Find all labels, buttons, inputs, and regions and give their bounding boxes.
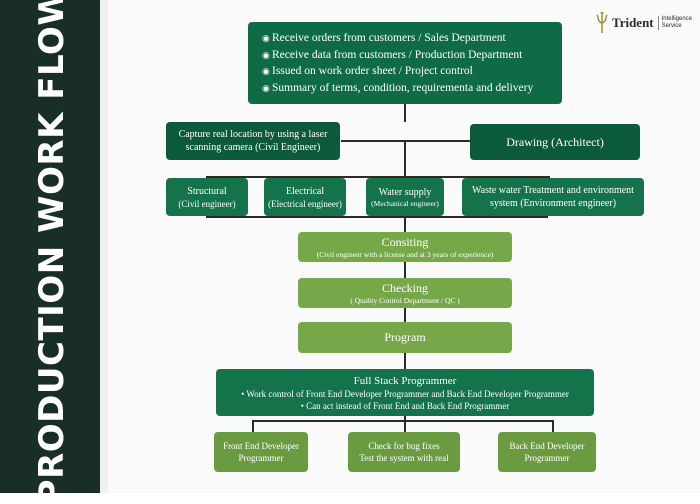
- orders-item-text: Summary of terms, condition, requirement…: [272, 81, 534, 94]
- fullstack-item-text: Work control of Front End Developer Prog…: [246, 388, 569, 399]
- structural-line2: (Civil engineer): [178, 198, 236, 209]
- waste-line2: system (Environment engineer): [489, 198, 617, 209]
- connector-disciplines-bottom: [206, 216, 548, 218]
- connector-electrical: [304, 176, 306, 178]
- capture-line2: scanning camera (Civil Engineer): [185, 142, 321, 153]
- connector-water: [404, 176, 406, 178]
- bullet-icon: ◉: [262, 66, 270, 76]
- water-line1: Water supply: [378, 186, 432, 198]
- diagram-canvas: Trident Intelligence Service ◉Receive or…: [108, 0, 700, 493]
- bugfix-line1: Check for bug fixes: [368, 441, 440, 451]
- orders-box: ◉Receive orders from customers / Sales D…: [248, 22, 562, 104]
- waste-box: Waste water Treatment and environment sy…: [462, 178, 644, 216]
- backend-line1: Back End Developer: [509, 441, 585, 451]
- fullstack-item: • Work control of Front End Developer Pr…: [241, 388, 569, 399]
- bullet-icon: ◉: [262, 82, 270, 93]
- capture-line1: Capture real location by using a laser: [178, 129, 328, 140]
- orders-item: ◉Summary of terms, condition, requiremen…: [262, 80, 533, 97]
- bullet-icon: ◉: [262, 49, 270, 60]
- checking-subtitle: ( Quality Control Department / QC ): [350, 295, 460, 305]
- program-box: Program: [298, 322, 512, 353]
- connector-fullstack: [404, 353, 406, 369]
- connector-consiting: [404, 216, 406, 232]
- orders-item-text: Receive orders from customers / Sales De…: [272, 32, 506, 44]
- electrical-line2: (Electrical engineer): [268, 198, 342, 209]
- electrical-line1: Electrical: [285, 185, 325, 197]
- waste-line1: Waste water Treatment and environment: [472, 185, 634, 196]
- capture-box: Capture real location by using a laser s…: [166, 122, 340, 160]
- consiting-box: Consiting (Civil engineer with a license…: [298, 232, 512, 262]
- bugfix-box: Check for bug fixes Test the system with…: [348, 432, 460, 472]
- checking-title: Checking: [382, 280, 428, 295]
- program-title: Program: [384, 330, 426, 344]
- orders-item: ◉Receive data from customers / Productio…: [262, 47, 533, 64]
- consiting-title: Consiting: [381, 234, 429, 249]
- structural-box: Structural (Civil engineer): [166, 178, 248, 216]
- bugfix-line2: Test the system with real: [359, 453, 449, 463]
- logo-sub-line2: Service: [661, 23, 682, 29]
- checking-box: Checking ( Quality Control Department / …: [298, 278, 512, 308]
- logo-sub-line1: Intelligence: [661, 16, 692, 22]
- logo-subtitle: Intelligence Service: [657, 16, 692, 30]
- connector-structural: [206, 176, 208, 178]
- connector-program: [404, 308, 406, 322]
- fullstack-item-text: Can act instead of Front End and Back En…: [306, 400, 510, 411]
- fullstack-item: • Can act instead of Front End and Back …: [300, 400, 510, 411]
- connector-backend: [552, 420, 554, 432]
- connector-capture-drawing: [341, 140, 471, 142]
- logo-name: Trident: [611, 15, 654, 30]
- structural-line1: Structural: [187, 185, 227, 197]
- water-box: Water supply (Mechanical engineer): [366, 178, 444, 216]
- connector-checking: [404, 262, 406, 278]
- connector-frontend: [252, 420, 254, 432]
- bullet-icon: ◉: [262, 33, 270, 43]
- connector-disciplines: [206, 176, 548, 178]
- fullstack-box: Full Stack Programmer • Work control of …: [216, 369, 594, 416]
- connector-bottom: [404, 416, 406, 432]
- water-line2: (Mechanical engineer): [371, 198, 439, 208]
- sidebar-divider: [100, 0, 108, 493]
- connector-devs: [252, 420, 554, 422]
- electrical-box: Electrical (Electrical engineer): [264, 178, 346, 216]
- logo: Trident Intelligence Service: [596, 12, 692, 34]
- trident-icon: [596, 12, 608, 33]
- connector-mid: [404, 140, 406, 176]
- frontend-box: Front End Developer Programmer: [214, 432, 308, 472]
- sidebar: PRODUCTION WORK FLOW: [0, 0, 102, 504]
- orders-item: ◉Issued on work order sheet / Project co…: [262, 63, 533, 80]
- consiting-subtitle: (Civil engineer with a license and at 3 …: [316, 249, 494, 259]
- drawing-box: Drawing (Architect): [470, 124, 640, 160]
- connector-waste: [548, 176, 550, 178]
- backend-box: Back End Developer Programmer: [498, 432, 596, 472]
- backend-line2: Programmer: [524, 453, 570, 463]
- frontend-line1: Front End Developer: [223, 441, 299, 451]
- orders-list: ◉Receive orders from customers / Sales D…: [262, 30, 533, 96]
- fullstack-title: Full Stack Programmer: [353, 374, 457, 387]
- page-title: PRODUCTION WORK FLOW: [32, 0, 72, 504]
- orders-item-text: Issued on work order sheet / Project con…: [272, 65, 473, 77]
- orders-item: ◉Receive orders from customers / Sales D…: [262, 30, 533, 47]
- frontend-line2: Programmer: [238, 453, 284, 463]
- orders-item-text: Receive data from customers / Production…: [272, 48, 523, 61]
- connector-top: [404, 104, 406, 122]
- drawing-label: Drawing (Architect): [506, 134, 604, 149]
